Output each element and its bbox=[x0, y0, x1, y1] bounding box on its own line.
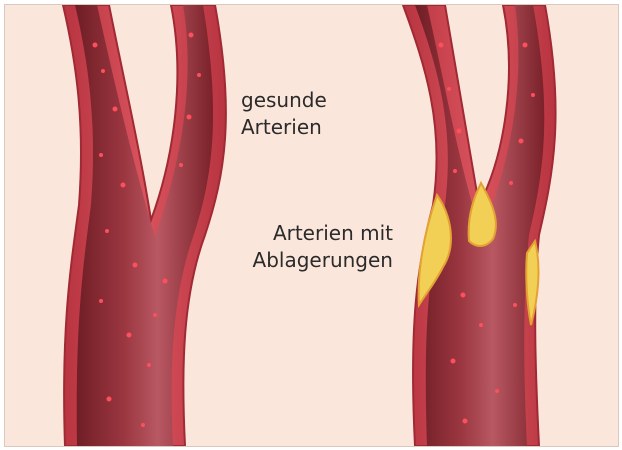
healthy-arteries-label: gesunde Arterien bbox=[241, 87, 327, 141]
plaque-label-line-2: Ablagerungen bbox=[253, 247, 393, 274]
healthy-label-line-2: Arterien bbox=[241, 114, 327, 141]
plaque-arteries-label: Arterien mit Ablagerungen bbox=[253, 220, 393, 274]
plaque-label-line-1: Arterien mit bbox=[253, 220, 393, 247]
healthy-label-line-1: gesunde bbox=[241, 87, 327, 114]
plaque-artery bbox=[403, 5, 556, 446]
healthy-artery bbox=[63, 5, 226, 446]
healthy-artery-lumen bbox=[75, 5, 213, 446]
plaque-deposit-right bbox=[526, 241, 538, 325]
illustration-frame: gesunde Arterien Arterien mit Ablagerung… bbox=[4, 4, 619, 447]
